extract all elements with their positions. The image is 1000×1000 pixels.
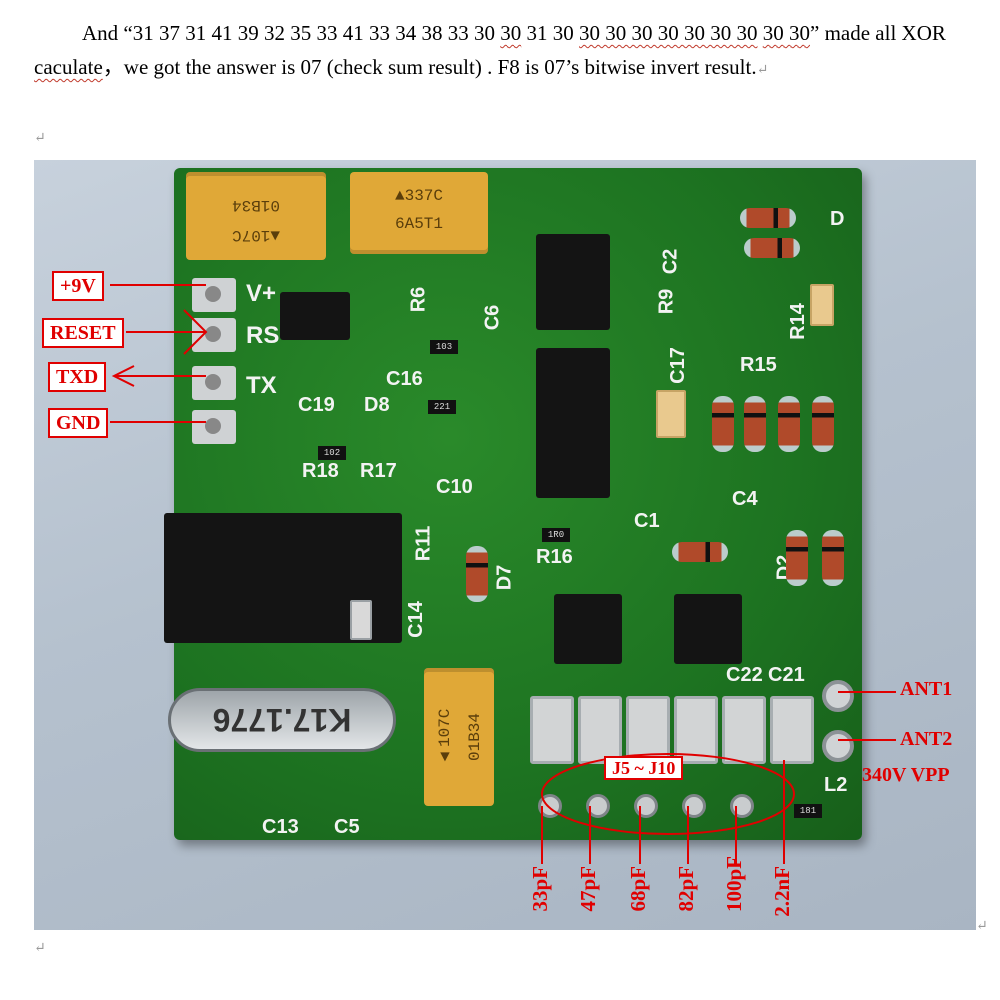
label-jumpers: J5 ~ J10 bbox=[604, 756, 684, 780]
circuit-board: ▲107C 01B34 ▲337C 6A5T1 V+ RS TX C16 C19… bbox=[154, 168, 862, 840]
label-68pf: 68pF bbox=[626, 866, 650, 912]
resistor-1r0: 1R0 bbox=[542, 528, 570, 542]
silk-d8: D8 bbox=[364, 394, 390, 416]
silk-r18: R18 bbox=[302, 460, 339, 482]
description-paragraph: And “31 37 31 41 39 32 35 33 41 33 34 38… bbox=[34, 16, 984, 88]
label-82pf: 82pF bbox=[674, 866, 698, 912]
paragraph-text-1: And “31 37 31 41 39 32 35 33 41 33 34 38… bbox=[82, 21, 501, 45]
silk-c4: C4 bbox=[732, 488, 758, 510]
cap-j9 bbox=[722, 696, 766, 764]
silk-r15: R15 bbox=[740, 354, 777, 376]
jumper-j8 bbox=[682, 794, 706, 818]
paragraph-spellcheck-1: 30 bbox=[500, 21, 522, 45]
silk-v-plus: V+ bbox=[246, 280, 277, 307]
silk-rs: RS bbox=[246, 322, 280, 349]
ic-chip-middle bbox=[526, 348, 620, 498]
silk-l2: L2 bbox=[824, 774, 848, 796]
pin-pad-9v bbox=[192, 278, 236, 312]
silk-c13: C13 bbox=[262, 816, 299, 838]
pin-pad-reset bbox=[192, 318, 236, 352]
resistor-102: 102 bbox=[318, 446, 346, 460]
pin-pad-gnd bbox=[192, 410, 236, 444]
ic-chip-large bbox=[154, 513, 412, 643]
paragraph-mark: ↵ bbox=[756, 63, 769, 78]
label-47pf: 47pF bbox=[576, 866, 600, 912]
ic-chip-top bbox=[526, 234, 620, 330]
ant1-hole bbox=[822, 680, 854, 712]
label-ant1: ANT1 bbox=[900, 678, 953, 700]
silk-c1: C1 bbox=[634, 510, 660, 532]
label-gnd: GND bbox=[48, 408, 109, 438]
paragraph-text-4: ” made all XOR bbox=[810, 21, 946, 45]
silk-c5: C5 bbox=[334, 816, 360, 838]
silk-r16: R16 bbox=[536, 546, 573, 568]
transistor-1 bbox=[554, 594, 622, 664]
jumper-j9 bbox=[730, 794, 754, 818]
jumper-j7 bbox=[634, 794, 658, 818]
diode-7 bbox=[822, 530, 844, 586]
silk-c22: C22 bbox=[726, 664, 763, 686]
transistor-2 bbox=[674, 594, 742, 664]
ant2-hole bbox=[822, 730, 854, 762]
paragraph-spellcheck-4: caculate bbox=[34, 55, 103, 79]
label-reset: RESET bbox=[42, 318, 124, 348]
diode-3 bbox=[778, 396, 800, 452]
diode-5 bbox=[466, 546, 488, 602]
final-paragraph-mark: ↵ bbox=[34, 941, 46, 956]
resistor-221: 221 bbox=[428, 400, 456, 414]
diode-4 bbox=[812, 396, 834, 452]
diode-1 bbox=[712, 396, 734, 452]
annotation-lines bbox=[110, 284, 896, 864]
label-ant2: ANT2 bbox=[900, 728, 953, 750]
diode-h-2 bbox=[744, 238, 800, 258]
end-paragraph-mark: ↵ bbox=[976, 919, 988, 934]
label-9v: +9V bbox=[52, 271, 104, 301]
pcb-photo: ▲107C 01B34 ▲337C 6A5T1 V+ RS TX C16 C19… bbox=[34, 160, 976, 930]
paragraph-text-2: 31 30 bbox=[521, 21, 579, 45]
diode-h-1 bbox=[740, 208, 796, 228]
silk-c21: C21 bbox=[768, 664, 805, 686]
silk-tx: TX bbox=[246, 372, 277, 399]
label-100pf: 100pF bbox=[722, 856, 746, 913]
empty-paragraph-mark: ↵ bbox=[34, 131, 46, 146]
tantalum-cap-2: ▲337C 6A5T1 bbox=[350, 172, 488, 254]
cap-j6 bbox=[578, 696, 622, 764]
paragraph-spellcheck-3: 30 30 bbox=[762, 21, 810, 45]
silk-d: D bbox=[830, 208, 845, 230]
label-33pf: 33pF bbox=[528, 866, 552, 912]
diode-h-3 bbox=[672, 542, 728, 562]
voltage-regulator bbox=[280, 292, 350, 340]
cap-j10 bbox=[770, 696, 814, 764]
label-2-2nf: 2.2nF bbox=[770, 866, 794, 917]
cap-j8 bbox=[674, 696, 718, 764]
diode-2 bbox=[744, 396, 766, 452]
diode-6 bbox=[786, 530, 808, 586]
label-vpp: 340V VPP bbox=[862, 764, 950, 786]
smd-cap-2 bbox=[810, 284, 834, 326]
silk-c16: C16 bbox=[386, 368, 423, 390]
label-txd: TXD bbox=[48, 362, 107, 392]
resistor-181: 181 bbox=[794, 804, 822, 818]
smd-cap-1 bbox=[656, 390, 686, 438]
resistor-103: 103 bbox=[430, 340, 458, 354]
paragraph-text-5: ，we got the answer is 07 (check sum resu… bbox=[102, 55, 757, 79]
pin-pad-txd bbox=[192, 366, 236, 400]
silk-c19: C19 bbox=[298, 394, 335, 416]
paragraph-spellcheck-2: 30 30 30 30 30 30 30 bbox=[579, 21, 758, 45]
smd-cap-3 bbox=[350, 600, 372, 640]
silk-c10: C10 bbox=[436, 476, 473, 498]
silk-r17: R17 bbox=[360, 460, 397, 482]
cap-j5 bbox=[530, 696, 574, 764]
